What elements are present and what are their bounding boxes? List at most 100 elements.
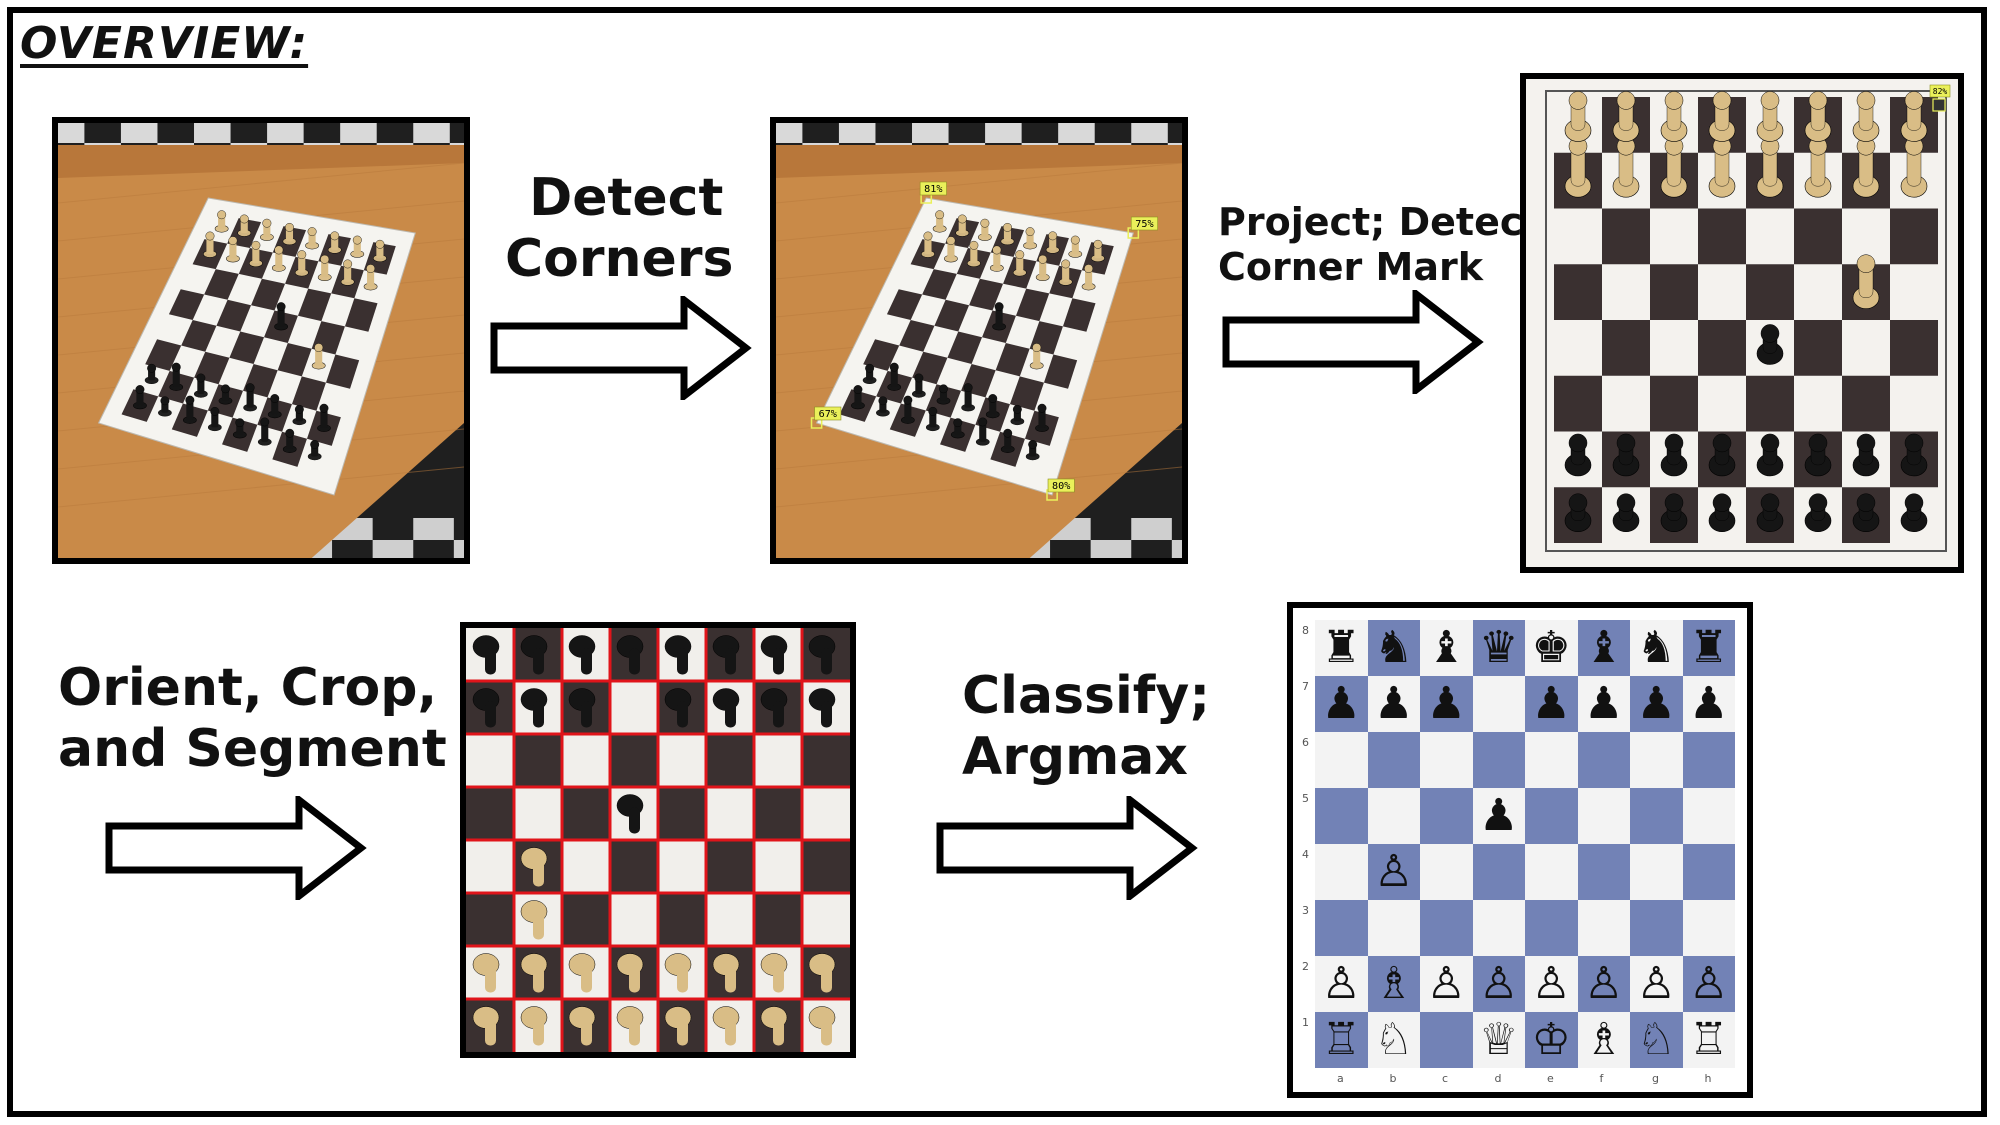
file-label: h xyxy=(1704,1072,1712,1085)
floor-tile xyxy=(120,123,158,143)
board-square: ♘ xyxy=(1630,1012,1683,1068)
segment-dark-piece-body xyxy=(629,648,640,675)
light-piece-body xyxy=(367,268,375,287)
light-piece-body xyxy=(344,263,352,282)
board-square-dark xyxy=(344,298,378,332)
board-square xyxy=(1367,788,1420,844)
light-piece-head xyxy=(1070,235,1080,245)
light-piece-body xyxy=(1039,259,1047,278)
projected-dark-piece-head xyxy=(1568,433,1588,453)
segment-light-piece-body xyxy=(533,1019,544,1046)
dark-piece-head xyxy=(319,403,329,413)
step-classify-line-1: Classify; xyxy=(962,666,1211,726)
board-square-dark xyxy=(1015,288,1050,322)
dark-piece-head xyxy=(978,417,988,427)
segment-square-dark xyxy=(754,893,802,946)
board-square-dark xyxy=(899,320,935,352)
projected-dark-piece-head xyxy=(1904,433,1924,453)
segment-dark-piece-body xyxy=(773,701,784,728)
step-classify-line-2: Argmax xyxy=(962,727,1188,788)
light-piece-head xyxy=(217,210,227,220)
board-square-dark xyxy=(922,269,957,300)
projected-dark-piece-head xyxy=(1856,433,1876,453)
segment-light-piece-body xyxy=(821,966,832,993)
light-piece-body xyxy=(924,235,932,254)
step-project-line-1: Project; Detect xyxy=(1218,200,1541,244)
segment-square-dark xyxy=(658,787,706,840)
floor-tile xyxy=(1090,540,1132,558)
floor-tile xyxy=(776,123,803,143)
projected-square-dark xyxy=(1746,375,1794,432)
projected-square-dark xyxy=(1794,208,1842,265)
corner-label-box xyxy=(814,406,842,421)
arrow-classify-icon xyxy=(936,796,1198,900)
board-square: ♜ xyxy=(1315,620,1368,676)
dark-piece-body xyxy=(1038,408,1046,429)
file-label: g xyxy=(1652,1072,1659,1085)
board-square-dark xyxy=(291,376,326,411)
board-square-dark xyxy=(277,343,312,377)
projected-light-piece-head xyxy=(1568,91,1588,110)
projected-light-piece-head xyxy=(1904,91,1924,110)
board-square: ♜ xyxy=(1682,620,1735,676)
board-square: ♟ xyxy=(1472,788,1525,844)
segment-square-dark xyxy=(610,840,658,893)
board-square-dark xyxy=(325,354,360,389)
dark-piece-head xyxy=(171,362,181,372)
rank-label: 1 xyxy=(1302,1016,1309,1029)
light-piece-head xyxy=(957,214,967,224)
rank-label: 7 xyxy=(1302,680,1309,693)
dark-piece-head xyxy=(963,383,973,393)
board-square: ♖ xyxy=(1682,1012,1735,1068)
light-piece-body xyxy=(298,254,306,273)
rank-label: 8 xyxy=(1302,624,1309,637)
segment-light-piece-body xyxy=(485,966,496,993)
board-square xyxy=(1420,844,1473,900)
dark-piece-head xyxy=(135,385,145,394)
dark-piece-head xyxy=(1037,403,1047,413)
light-piece-head xyxy=(1025,227,1035,237)
projected-square-dark xyxy=(1890,320,1938,376)
dark-piece-head xyxy=(245,383,255,393)
projected-square-dark xyxy=(1650,264,1698,320)
corner-detection-panel: 81%75%67%80% xyxy=(770,117,1188,564)
board-square xyxy=(1577,788,1630,844)
wood-grain xyxy=(58,466,464,508)
file-label: b xyxy=(1389,1072,1397,1085)
light-piece-head xyxy=(946,236,956,246)
board-square xyxy=(1577,732,1630,788)
board-square xyxy=(1315,788,1368,844)
dark-piece-head xyxy=(865,363,875,373)
board-square: ♙ xyxy=(1472,956,1525,1012)
projected-square-dark xyxy=(1890,208,1938,265)
corner-mark-box xyxy=(1932,98,1946,112)
floor-tile xyxy=(1131,518,1172,540)
dark-piece-head xyxy=(1003,428,1013,438)
light-piece-body xyxy=(970,245,978,264)
light-piece-head xyxy=(228,236,238,246)
projected-square-dark xyxy=(1554,264,1602,320)
light-piece-head xyxy=(205,231,215,241)
light-piece-head xyxy=(923,231,933,241)
projected-light-piece-head xyxy=(1760,91,1780,110)
projected-square-dark xyxy=(1842,375,1890,432)
segment-dark-piece-body xyxy=(821,648,832,675)
light-piece-body xyxy=(1016,254,1024,273)
board-square: ♙ xyxy=(1682,956,1735,1012)
file-label: d xyxy=(1494,1072,1502,1085)
input-photo xyxy=(58,123,464,558)
segment-light-piece-body xyxy=(533,913,544,940)
dark-piece-head xyxy=(196,373,206,383)
figure-frame xyxy=(7,7,1987,1117)
light-piece-body xyxy=(321,259,329,278)
light-piece-body xyxy=(229,240,237,259)
step-orient-line-1: Orient, Crop, xyxy=(58,658,438,718)
light-piece-head xyxy=(992,245,1002,255)
board-square-dark xyxy=(1009,376,1044,411)
input-photo-panel xyxy=(52,117,470,564)
light-piece-head xyxy=(375,239,385,249)
board-square-dark xyxy=(168,289,205,320)
file-label: a xyxy=(1337,1072,1344,1085)
light-piece-head xyxy=(969,240,979,250)
board-square: ♗ xyxy=(1577,1012,1630,1068)
